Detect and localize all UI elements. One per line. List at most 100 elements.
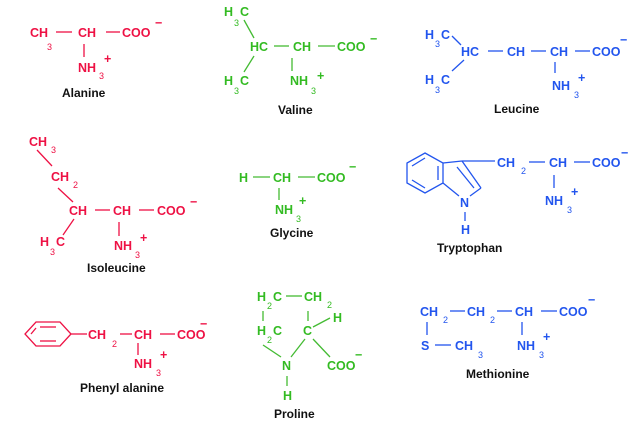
bond: [312, 317, 331, 328]
alpha-carbon: CH: [113, 204, 131, 218]
beta-carbon: CH: [88, 328, 106, 342]
amino-group: NH: [552, 79, 570, 93]
subscript: 2: [267, 301, 272, 311]
alpha-carbon: CH: [78, 26, 96, 40]
name-label: Valine: [278, 103, 313, 117]
delta-carbon: CH: [29, 135, 47, 149]
subscript: 2: [490, 315, 495, 325]
methyl-c: C: [441, 28, 450, 42]
bond: [451, 59, 465, 72]
name-label: Alanine: [62, 86, 106, 100]
name-label: Tryptophan: [437, 241, 502, 255]
methyl-c: C: [240, 74, 249, 88]
amino-group: NH: [78, 61, 96, 75]
subscript: 2: [267, 335, 272, 345]
charge-plus: +: [104, 52, 111, 66]
amino-group: NH: [545, 194, 563, 208]
charge-plus: +: [543, 330, 550, 344]
carboxylate: COO: [592, 45, 621, 59]
subscript: 2: [73, 180, 78, 190]
alpha-carbon: CH: [273, 171, 291, 185]
charge-plus: +: [578, 71, 585, 85]
subscript: 3: [156, 368, 161, 378]
beta-carbon: CH: [507, 45, 525, 59]
gamma-carbon: HC: [461, 45, 479, 59]
alpha-carbon: CH: [549, 156, 567, 170]
carboxylate: COO: [157, 204, 186, 218]
subscript: 3: [296, 214, 301, 224]
amino-group: NH: [114, 239, 132, 253]
bond: [262, 344, 282, 358]
subscript: 3: [435, 39, 440, 49]
bond: [62, 218, 75, 236]
bond: [243, 55, 255, 73]
leucine-structure: H 3 C HC CH CH COO − H 3 C NH 3 + Leucin…: [425, 28, 627, 116]
methyl-h: H: [224, 5, 233, 19]
charge-minus: −: [355, 348, 362, 362]
charge-plus: +: [140, 231, 147, 245]
amino-group: NH: [134, 357, 152, 371]
benzene-ring: [24, 321, 72, 347]
subscript: 2: [521, 166, 526, 176]
name-label: Proline: [274, 407, 315, 421]
charge-minus: −: [155, 16, 162, 30]
alanine-structure: CH 3 CH COO − NH 3 + Alanine: [30, 16, 162, 100]
gamma-carbon: CH: [51, 170, 69, 184]
ch3-group: CH: [30, 26, 48, 40]
valine-structure: H 3 C HC CH COO − H 3 C NH 3 + Valine: [224, 5, 377, 117]
methyl-h: H: [224, 74, 233, 88]
subscript: 3: [99, 71, 104, 81]
subscript: 2: [327, 300, 332, 310]
charge-plus: +: [160, 348, 167, 362]
double-bond: [456, 166, 475, 189]
bond: [469, 187, 482, 197]
subscript: 3: [135, 250, 140, 260]
subscript: 3: [539, 350, 544, 360]
bond: [243, 19, 255, 39]
methyl-c: C: [240, 5, 249, 19]
bond: [290, 338, 306, 358]
subscript: 3: [435, 85, 440, 95]
methionine-structure: CH 2 CH 2 CH COO − S CH 3 NH 3 + Methion…: [420, 293, 595, 381]
nitrogen: N: [282, 359, 291, 373]
subscript: 3: [234, 86, 239, 96]
charge-minus: −: [370, 32, 377, 46]
proline-structure: H 2 C CH 2 H 2 C C H N COO − H Proline: [257, 290, 362, 421]
charge-plus: +: [317, 69, 324, 83]
hydrogen: H: [461, 223, 470, 237]
h2c-c: C: [273, 324, 282, 338]
charge-minus: −: [190, 195, 197, 209]
amino-group: NH: [517, 339, 535, 353]
hydrogen: H: [239, 171, 248, 185]
subscript: 2: [443, 315, 448, 325]
alpha-carbon: CH: [134, 328, 152, 342]
name-label: Isoleucine: [87, 261, 146, 275]
beta-carbon: CH: [69, 204, 87, 218]
name-label: Phenyl alanine: [80, 381, 164, 395]
h2c-c: C: [273, 290, 282, 304]
bond: [461, 160, 482, 189]
charge-minus: −: [200, 317, 207, 331]
name-label: Methionine: [466, 367, 530, 381]
bond: [442, 160, 463, 164]
alpha-carbon: CH: [293, 40, 311, 54]
alpha-carbon: CH: [550, 45, 568, 59]
subscript: 3: [574, 90, 579, 100]
h2c-h: H: [257, 290, 266, 304]
subscript: 3: [567, 205, 572, 215]
methyl-h: H: [40, 235, 49, 249]
subscript: 3: [47, 42, 52, 52]
bond: [442, 182, 460, 197]
charge-minus: −: [349, 160, 356, 174]
carboxylate: COO: [317, 171, 346, 185]
charge-minus: −: [620, 33, 627, 47]
hydrogen: H: [283, 389, 292, 403]
subscript: 3: [50, 247, 55, 257]
charge-plus: +: [299, 194, 306, 208]
gamma-carbon: CH: [420, 305, 438, 319]
amino-group: NH: [290, 74, 308, 88]
subscript: 2: [112, 339, 117, 349]
glycine-structure: H CH COO − NH 3 + Glycine: [239, 160, 356, 240]
charge-minus: −: [621, 146, 628, 160]
